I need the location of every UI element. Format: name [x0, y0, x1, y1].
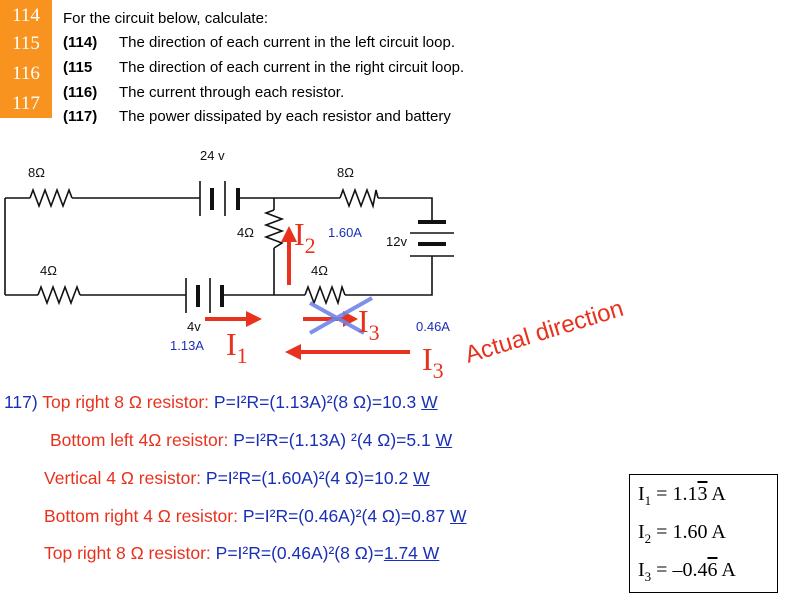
equation-row: Bottom right 4 Ω resistor: P=I²R=(0.46A)…: [44, 506, 467, 527]
equation-row: Bottom left 4Ω resistor: P=I²R=(1.13A) ²…: [50, 430, 452, 451]
resistor-bottom-left: [37, 284, 81, 306]
resistor-bottom-right: [304, 284, 346, 306]
badge-number: 114: [12, 5, 40, 26]
equation-row: Top right 8 Ω resistor: P=I²R=(0.46A)²(8…: [44, 543, 439, 564]
question-number: (114): [63, 34, 98, 51]
equation-label: Bottom left 4Ω resistor:: [50, 430, 229, 450]
battery-bottom-4v: [185, 278, 224, 313]
label-battery-top: 24 v: [200, 148, 225, 163]
symbol-i3-crossed: I3: [358, 303, 380, 345]
answer-i1: I1 = 1.13 A: [638, 483, 726, 508]
question-number: (117): [63, 108, 98, 125]
question-116: (116) The current through each resistor.: [63, 84, 344, 101]
question-number: (115: [63, 59, 93, 76]
arrow-i3-actual: [285, 344, 410, 360]
resistor-top-left: [29, 187, 73, 209]
arrow-i2: [281, 226, 297, 285]
question-117: (117) The power dissipated by each resist…: [63, 108, 451, 125]
equation-label: Top right 8 Ω resistor:: [44, 543, 211, 563]
answer-i3: I3 = –0.46 A: [638, 559, 736, 584]
circuit-diagram: 8Ω 24 v 8Ω 4Ω 12v 4Ω 4Ω 4v 1.60A 1.13A 0…: [4, 148, 627, 383]
label-r-vertical: 4Ω: [237, 225, 254, 240]
symbol-i3: I3: [422, 341, 444, 383]
badge-number: 115: [12, 33, 40, 54]
equation-formula: P=I²R=(0.46A)²(4 Ω)=0.87: [242, 506, 446, 526]
resistor-top-right: [339, 187, 379, 209]
symbol-i1: I1: [226, 326, 248, 368]
equation-label: Top right 8 Ω resistor:: [42, 392, 210, 412]
question-text: The direction of each current in the lef…: [119, 34, 456, 51]
equation-unit: W: [413, 468, 430, 488]
equation-row: Vertical 4 Ω resistor: P=I²R=(1.60A)²(4 …: [44, 468, 430, 489]
battery-right-12v: [410, 220, 454, 257]
equation-label: Bottom right 4 Ω resistor:: [44, 506, 238, 526]
question-number-badge: 114 115 116 117: [0, 0, 52, 118]
arrow-i1: [205, 311, 262, 327]
equation-formula: P=I²R=(1.13A) ²(4 Ω)=5.1: [233, 430, 431, 450]
question-text: The power dissipated by each resistor an…: [119, 108, 451, 125]
label-r-bottom-left: 4Ω: [40, 263, 57, 278]
question-115: (115 The direction of each current in the…: [63, 59, 464, 76]
battery-top-24v: [199, 181, 240, 216]
equation-formula: P=I²R=(1.13A)²(8 Ω)=10.3: [213, 392, 417, 412]
badge-number: 117: [12, 93, 40, 114]
equation-prefix: 117): [4, 392, 38, 412]
equation-label: Vertical 4 Ω resistor:: [44, 468, 202, 488]
label-i2-value: 1.60A: [328, 225, 362, 240]
badge-number: 116: [12, 63, 40, 84]
symbol-i2: I2: [294, 216, 316, 258]
question-text: The direction of each current in the rig…: [119, 59, 465, 76]
label-r-bottom-right: 4Ω: [311, 263, 328, 278]
equation-unit: W: [421, 392, 438, 412]
equation-formula: P=I²R=(1.60A)²(4 Ω)=10.2: [205, 468, 409, 488]
equation-row: 117) Top right 8 Ω resistor: P=I²R=(1.13…: [4, 392, 438, 413]
equation-unit: W: [435, 430, 453, 450]
question-text: The current through each resistor.: [119, 84, 345, 101]
problem-intro: For the circuit below, calculate:: [63, 10, 269, 27]
label-battery-bottom: 4v: [187, 319, 201, 334]
equation-formula: P=I²R=(0.46A)²(8 Ω)=: [215, 543, 384, 563]
resistor-vertical: [263, 209, 285, 249]
answer-i2: I2 = 1.60 A: [638, 521, 726, 546]
actual-direction-note: Actual direction: [462, 295, 627, 369]
circuit-wires: [4, 197, 433, 296]
cross-out-mark: [309, 296, 373, 335]
answer-box: I1 = 1.13 A I2 = 1.60 A I3 = –0.46 A: [629, 474, 778, 593]
label-r-top-right: 8Ω: [337, 165, 354, 180]
label-r-top-left: 8Ω: [28, 165, 45, 180]
label-i1-value: 1.13A: [170, 338, 204, 353]
label-i3-value: 0.46A: [416, 319, 450, 334]
equation-unit: W: [450, 506, 467, 526]
label-battery-right: 12v: [386, 234, 407, 249]
question-number: (116): [63, 84, 98, 101]
question-114: (114) The direction of each current in th…: [63, 34, 455, 51]
equation-unit: 1.74 W: [383, 543, 440, 563]
